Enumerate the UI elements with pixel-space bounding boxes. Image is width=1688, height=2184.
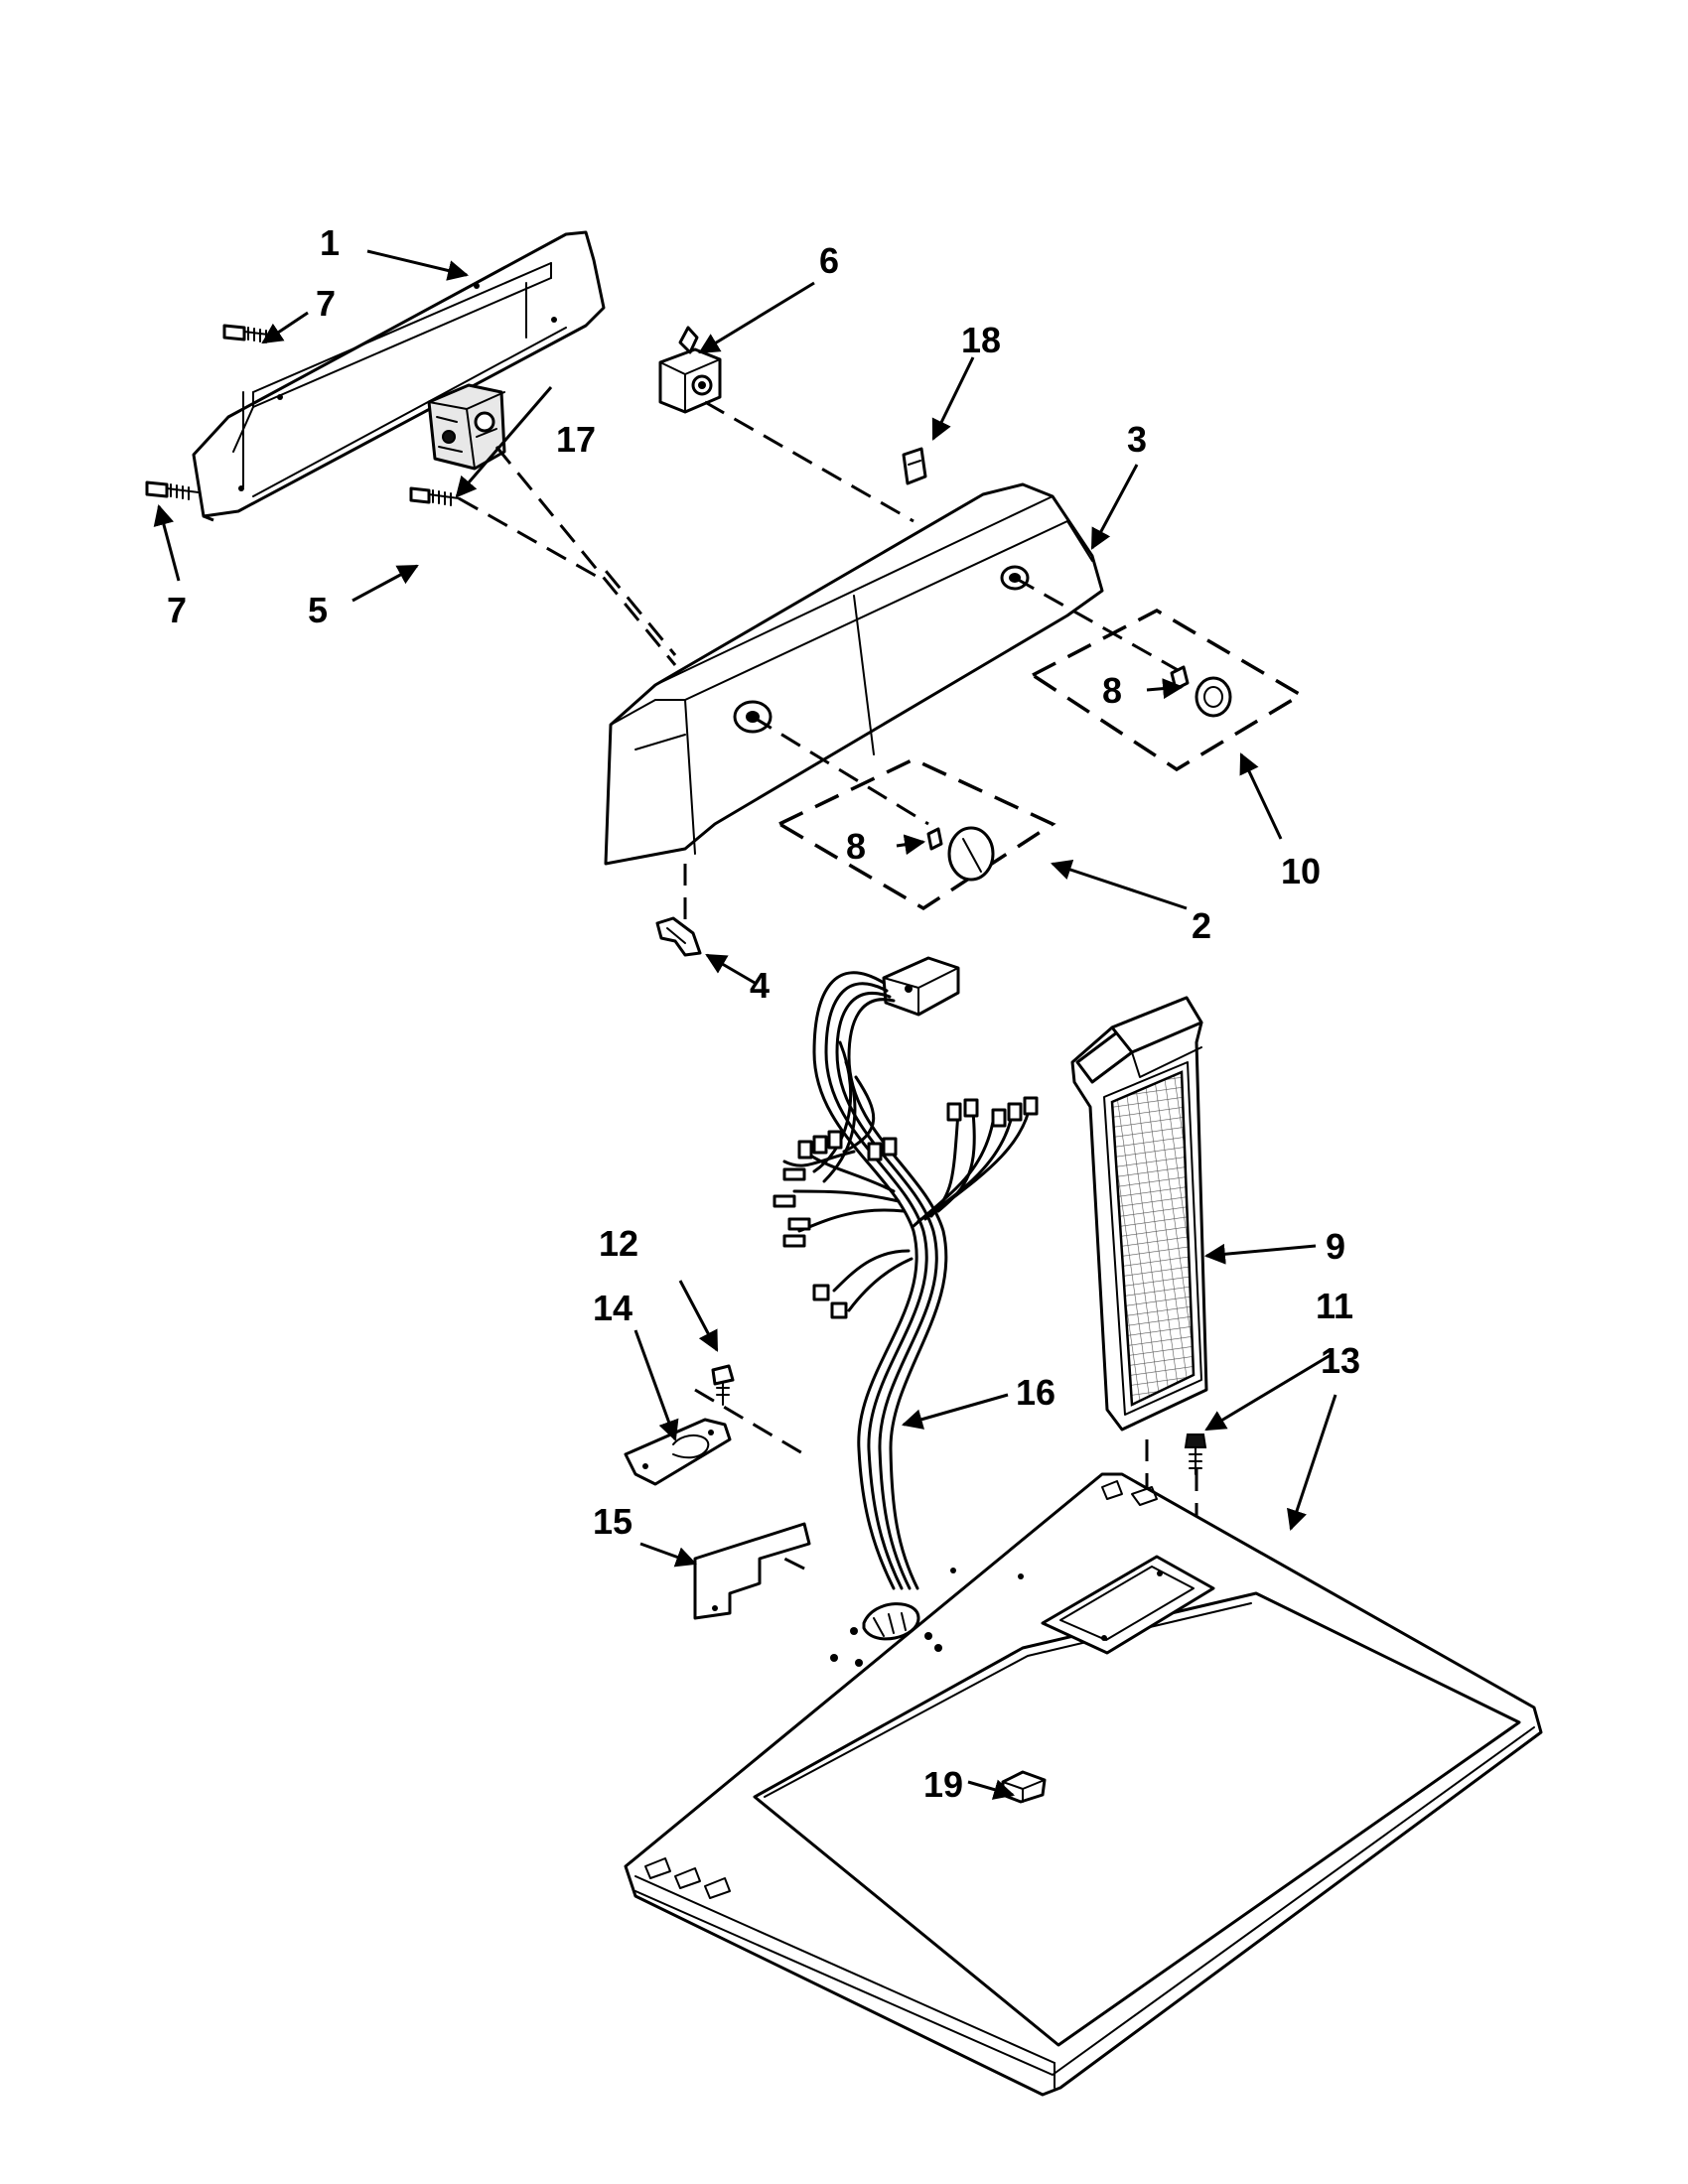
callout-3: 3 <box>1127 419 1147 460</box>
knob-assembly-2 <box>775 757 1056 911</box>
harness-terminals <box>773 1096 1039 1319</box>
callout-14: 14 <box>593 1288 633 1328</box>
callout-15: 15 <box>593 1501 633 1542</box>
callout-13: 13 <box>1321 1340 1360 1381</box>
timer-switch-5 <box>427 383 506 471</box>
screw-17 <box>409 486 460 506</box>
clip-4 <box>655 916 702 957</box>
callout-4: 4 <box>750 965 770 1006</box>
alignment-lines <box>203 400 1198 1578</box>
callout-16: 16 <box>1016 1372 1055 1413</box>
callout-12: 12 <box>599 1223 638 1264</box>
clip-18 <box>902 447 927 485</box>
plate-15 <box>693 1522 811 1620</box>
screw-12 <box>711 1364 735 1406</box>
callout-5: 5 <box>308 590 328 630</box>
callout-8b: 8 <box>846 826 866 867</box>
callout-9: 9 <box>1326 1226 1345 1267</box>
knob-assembly-10 <box>1029 609 1305 772</box>
wire-harness-16 <box>773 956 1039 1590</box>
bracket-14 <box>624 1418 732 1486</box>
rear-console-panel <box>192 230 606 518</box>
screw-11 <box>1184 1433 1207 1475</box>
callout-19: 19 <box>923 1764 963 1805</box>
callout-11: 11 <box>1316 1286 1353 1326</box>
console-3 <box>604 482 1104 866</box>
callout-17: 17 <box>556 419 596 460</box>
callout-8a: 8 <box>1102 670 1122 711</box>
lint-screen-9 <box>1070 996 1208 1432</box>
callout-labels: 1 2 3 4 5 6 7 7 8 8 9 10 11 12 13 14 15 … <box>167 222 1360 1805</box>
callout-6: 6 <box>819 240 839 281</box>
leader-arrows <box>153 249 1337 1800</box>
callout-10: 10 <box>1281 851 1321 891</box>
callout-1: 1 <box>320 222 340 263</box>
screw-7-lower <box>145 480 200 500</box>
switch-6 <box>658 326 722 414</box>
callout-7a: 7 <box>316 283 336 324</box>
screw-7-upper <box>222 324 277 343</box>
callout-18: 18 <box>961 320 1001 360</box>
callout-2: 2 <box>1192 905 1211 946</box>
top-panel-13 <box>624 1472 1543 2097</box>
callout-7b: 7 <box>167 590 187 630</box>
